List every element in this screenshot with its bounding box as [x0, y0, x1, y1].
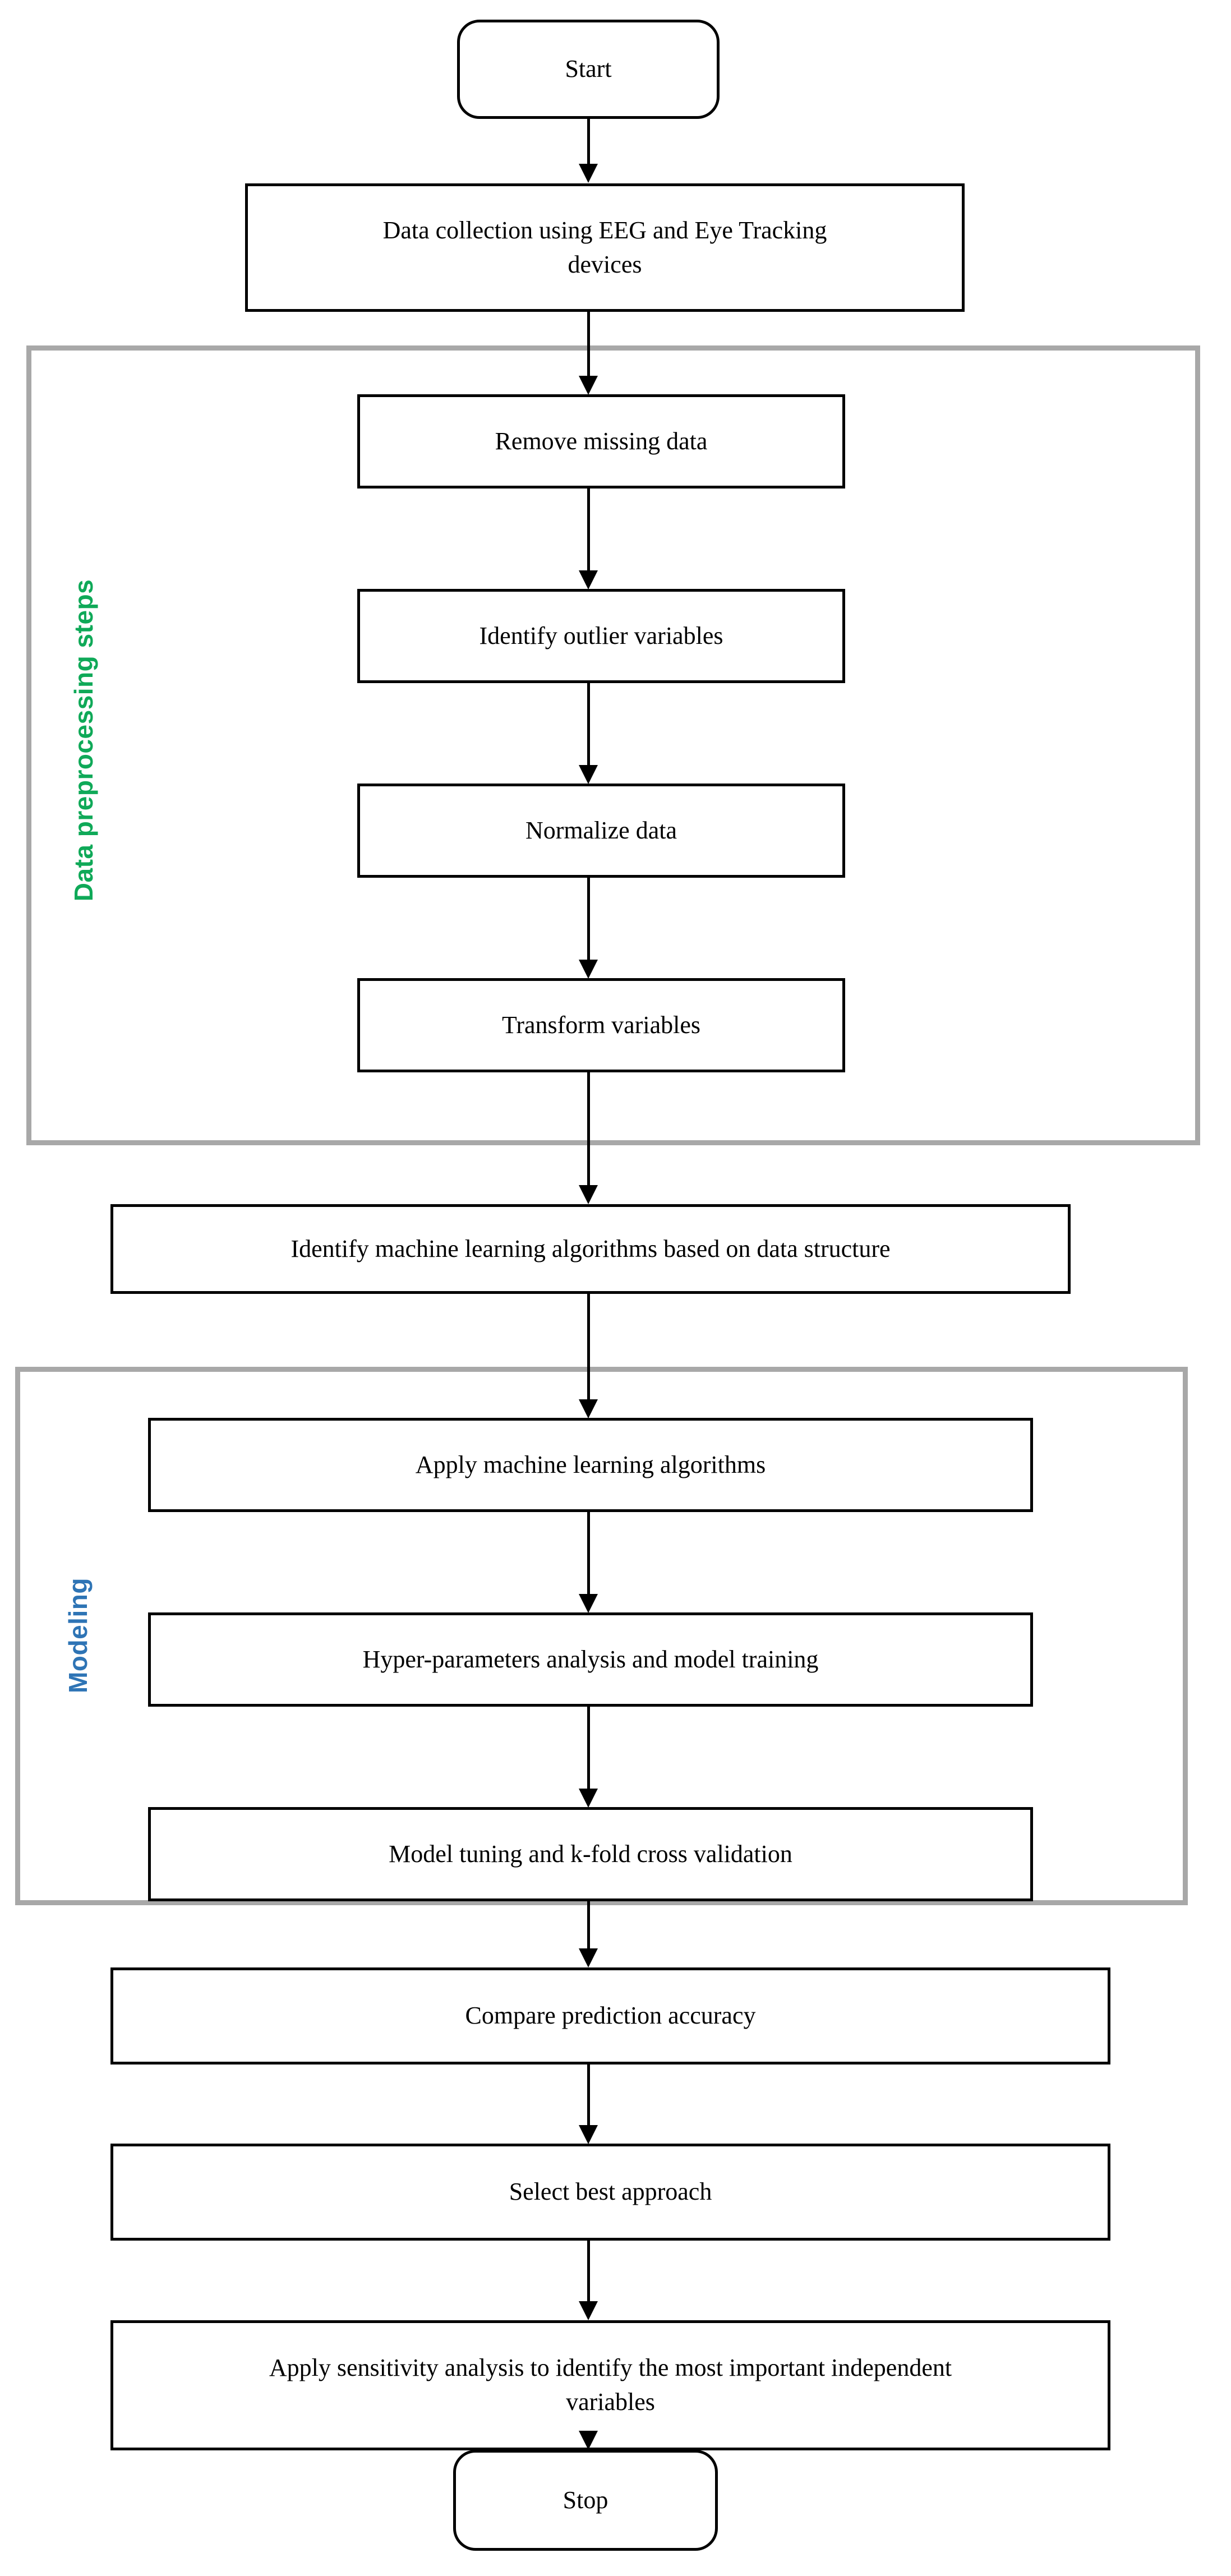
node-data-collection-label: Data collection using EEG and Eye Tracki… — [382, 216, 827, 278]
node-transform-variables[interactable]: Transform variables — [357, 978, 845, 1072]
node-identify-ml-algorithms[interactable]: Identify machine learning algorithms bas… — [110, 1204, 1071, 1294]
edge-compare-to-select-best — [587, 2065, 590, 2126]
edge-apply-ml-to-hyper-params — [587, 1512, 590, 1595]
node-model-tuning[interactable]: Model tuning and k-fold cross validation — [148, 1807, 1033, 1901]
node-apply-ml-algorithms[interactable]: Apply machine learning algorithms — [148, 1418, 1033, 1512]
node-identify-outlier-variables-label: Identify outlier variables — [479, 621, 723, 649]
group-modeling-label: Modeling — [63, 1578, 93, 1693]
node-sensitivity-analysis-label: Apply sensitivity analysis to identify t… — [269, 2354, 952, 2416]
node-identify-outlier-variables[interactable]: Identify outlier variables — [357, 589, 845, 683]
node-hyper-parameters[interactable]: Hyper-parameters analysis and model trai… — [148, 1612, 1033, 1707]
edge-hyper-params-to-model-tuning — [587, 1707, 590, 1790]
arrowhead-identify-ml — [579, 1185, 598, 1204]
arrowhead-apply-ml — [579, 1399, 598, 1418]
arrowhead-compare — [579, 1948, 598, 1967]
arrowhead-transform — [579, 960, 598, 979]
node-normalize-data-label: Normalize data — [525, 816, 677, 844]
node-hyper-parameters-label: Hyper-parameters analysis and model trai… — [362, 1645, 819, 1673]
arrowhead-sensitivity — [579, 2301, 598, 2320]
node-start[interactable]: Start — [457, 20, 720, 119]
arrowhead-stop — [579, 2431, 598, 2450]
node-identify-ml-algorithms-label: Identify machine learning algorithms bas… — [291, 1234, 891, 1262]
edge-identify-outlier-to-normalize — [587, 683, 590, 766]
arrowhead-identify-outlier — [579, 570, 598, 589]
node-start-label: Start — [565, 55, 612, 83]
node-remove-missing-data-label: Remove missing data — [495, 427, 708, 455]
edge-remove-missing-to-identify-outlier — [587, 489, 590, 572]
node-stop[interactable]: Stop — [453, 2450, 718, 2551]
edge-model-tuning-to-compare — [587, 1901, 590, 1950]
node-select-best-approach[interactable]: Select best approach — [110, 2144, 1110, 2241]
edge-select-best-to-sensitivity — [587, 2241, 590, 2302]
node-compare-prediction-accuracy[interactable]: Compare prediction accuracy — [110, 1967, 1110, 2065]
node-stop-label: Stop — [563, 2486, 608, 2514]
arrowhead-data-collection — [579, 164, 598, 183]
edge-normalize-to-transform — [587, 878, 590, 961]
node-remove-missing-data[interactable]: Remove missing data — [357, 394, 845, 489]
arrowhead-remove-missing — [579, 376, 598, 395]
node-transform-variables-label: Transform variables — [502, 1011, 700, 1039]
node-data-collection[interactable]: Data collection using EEG and Eye Tracki… — [245, 183, 965, 312]
edge-start-to-data-collection — [587, 119, 590, 165]
node-apply-ml-algorithms-label: Apply machine learning algorithms — [415, 1450, 766, 1478]
node-compare-prediction-accuracy-label: Compare prediction accuracy — [465, 2002, 756, 2030]
arrowhead-normalize — [579, 765, 598, 784]
arrowhead-hyper-params — [579, 1594, 598, 1613]
node-normalize-data[interactable]: Normalize data — [357, 784, 845, 878]
arrowhead-model-tuning — [579, 1789, 598, 1808]
edge-transform-to-identify-ml — [587, 1072, 590, 1186]
node-model-tuning-label: Model tuning and k-fold cross validation — [389, 1840, 792, 1868]
group-preprocessing-label: Data preprocessing steps — [69, 579, 98, 902]
group-preprocessing — [26, 345, 1200, 1145]
edge-identify-ml-to-apply-ml — [587, 1294, 590, 1400]
arrowhead-select-best — [579, 2125, 598, 2144]
group-modeling — [15, 1367, 1188, 1905]
node-sensitivity-analysis[interactable]: Apply sensitivity analysis to identify t… — [110, 2320, 1110, 2450]
edge-data-collection-to-remove-missing — [587, 312, 590, 377]
node-select-best-approach-label: Select best approach — [509, 2178, 712, 2206]
